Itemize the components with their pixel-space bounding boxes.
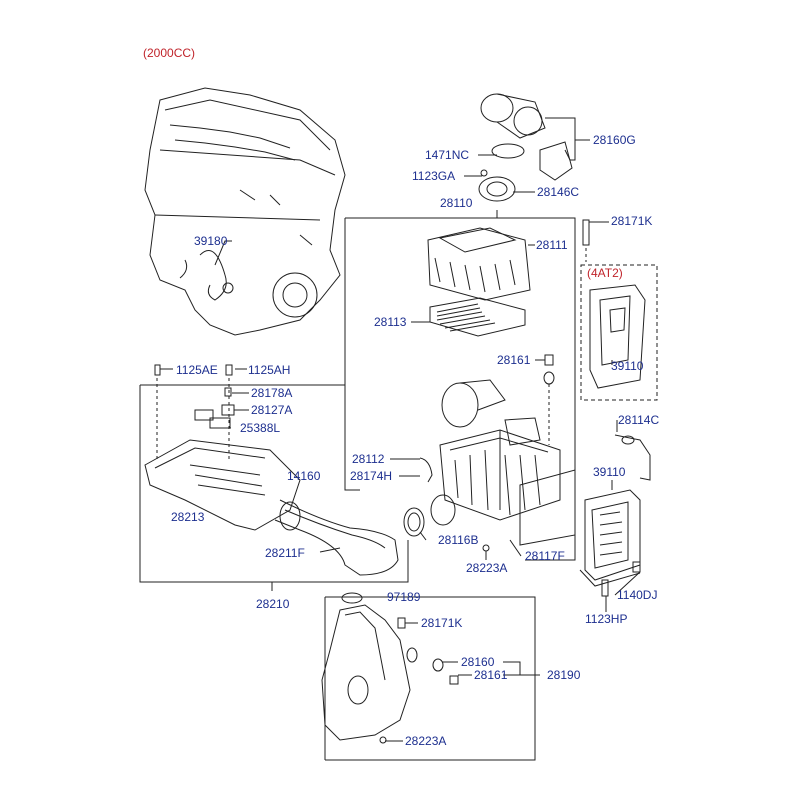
- part-label-28110: 28110: [440, 196, 473, 210]
- part-label-39180: 39180: [194, 234, 228, 248]
- part-label-28174H: 28174H: [350, 469, 393, 483]
- part-label-39110-top: 39110: [611, 359, 644, 373]
- part-label-28210: 28210: [256, 597, 290, 611]
- lower-resonator-drawing: [321, 592, 459, 744]
- part-label-1123GA: 1123GA: [412, 169, 456, 183]
- part-label-28160: 28160: [461, 655, 495, 669]
- part-label-28127A: 28127A: [251, 403, 293, 417]
- air-cleaner-cover-drawing: [427, 227, 531, 301]
- intake-hose-drawing: [274, 499, 399, 576]
- part-label-28190: 28190: [547, 668, 581, 682]
- throttle-body-drawing: [478, 93, 573, 202]
- part-label-28114C: 28114C: [618, 413, 660, 427]
- part-label-1125AH: 1125AH: [248, 363, 291, 377]
- part-label-28116B: 28116B: [438, 533, 479, 547]
- variant-label: (2000CC): [143, 46, 196, 60]
- duct-box: [140, 384, 346, 490]
- part-label-28171K-top: 28171K: [611, 214, 653, 228]
- at-variant-box: [580, 264, 658, 401]
- ecm-top-drawing: [589, 284, 646, 389]
- air-filter-drawing: [429, 297, 526, 337]
- part-label-28171K-low: 28171K: [421, 616, 463, 630]
- part-label-1140DJ: 1140DJ: [617, 588, 658, 602]
- part-label-28146C: 28146C: [537, 185, 580, 199]
- part-label-39110-mid: 39110: [593, 465, 626, 479]
- part-label-1471NC: 1471NC: [425, 148, 470, 162]
- part-label-28117F: 28117F: [525, 549, 565, 563]
- part-label-1125AE: 1125AE: [176, 363, 218, 377]
- part-label-28213: 28213: [171, 510, 205, 524]
- engine-block-drawing: [144, 87, 346, 336]
- part-label-25388L: 25388L: [240, 421, 281, 435]
- part-label-28223A-mid: 28223A: [466, 561, 508, 575]
- ecm-mid-drawing: [579, 489, 641, 587]
- part-label-1123HP: 1123HP: [585, 612, 628, 626]
- part-label-97189: 97189: [387, 590, 421, 604]
- part-label-28161-low: 28161: [474, 668, 508, 682]
- part-label-28111: 28111: [536, 238, 568, 252]
- part-label-14160: 14160: [287, 469, 321, 483]
- at-variant-label: (4AT2): [587, 266, 623, 280]
- part-label-28211F: 28211F: [265, 546, 305, 560]
- resonator-box: [325, 596, 536, 761]
- part-label-28223A-low: 28223A: [405, 734, 447, 748]
- part-label-28161-mid: 28161: [497, 353, 531, 367]
- part-label-28160G: 28160G: [593, 133, 636, 147]
- part-label-28178A: 28178A: [251, 386, 293, 400]
- part-label-28112: 28112: [352, 452, 385, 466]
- air-cleaner-case-drawing: [430, 379, 576, 546]
- leader-lines: [156, 117, 641, 742]
- part-label-28113: 28113: [374, 315, 407, 329]
- assembly-box: [345, 217, 576, 561]
